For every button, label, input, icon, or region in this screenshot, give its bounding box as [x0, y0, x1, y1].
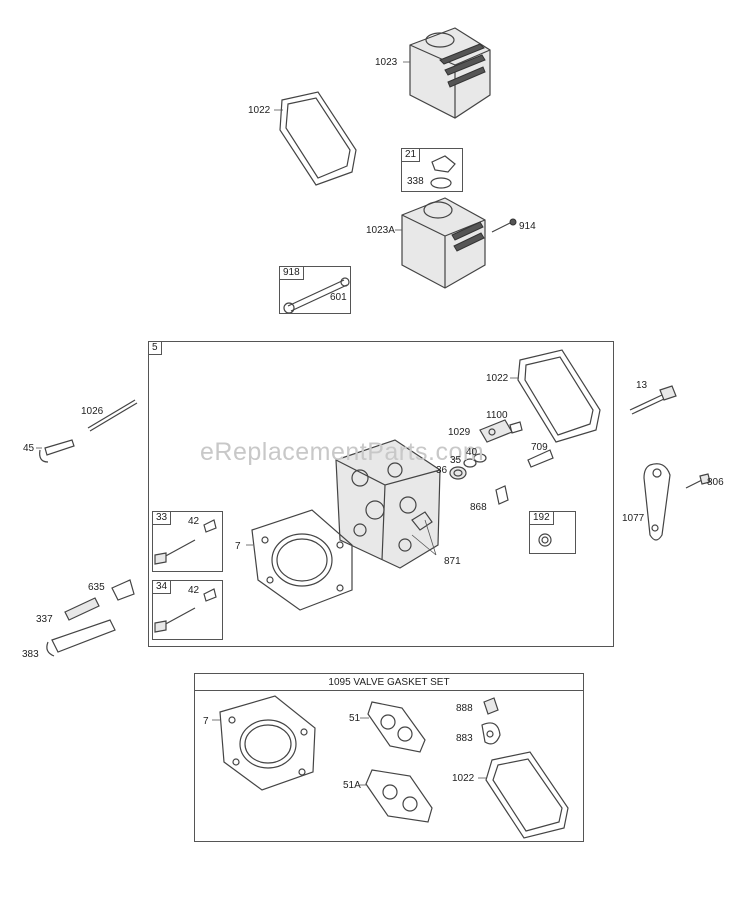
label-40: 40: [466, 447, 478, 458]
label-709: 709: [531, 442, 548, 453]
label-601: 601: [330, 292, 347, 303]
seal-888: [483, 697, 499, 715]
label-51: 51: [349, 713, 361, 724]
gasket-1022-kit: [478, 751, 569, 839]
label-7-kit: 7: [203, 716, 209, 727]
callout-box-21: 21: [401, 148, 463, 192]
label-1100: 1100: [486, 410, 508, 421]
head-gasket-7-main: [246, 509, 353, 611]
label-1077: 1077: [622, 513, 645, 524]
label-1026: 1026: [81, 406, 104, 417]
cylinder-head: [335, 439, 441, 569]
label-42-box33: 42: [188, 516, 200, 527]
callout-box-918: 918: [279, 266, 351, 314]
label-1022-mid: 1022: [486, 373, 509, 384]
callout-box-33: 33: [152, 511, 223, 572]
exhaust-gasket-51A: [360, 769, 433, 823]
breather-parts-21: [430, 155, 456, 189]
label-806: 806: [707, 477, 724, 488]
rocker-parts: [449, 419, 554, 505]
section-5-frame: 5: [148, 341, 614, 647]
label-868: 868: [470, 502, 487, 513]
label-1023A: 1023A: [366, 225, 395, 236]
head-gasket-7-kit: [212, 695, 316, 791]
section-5-id: 5: [149, 342, 162, 355]
label-7-main: 7: [235, 541, 241, 552]
label-635: 635: [88, 582, 105, 593]
label-383: 383: [22, 649, 39, 660]
callout-box-21-id: 21: [402, 149, 421, 162]
label-13: 13: [636, 380, 648, 391]
gasket-883: [481, 722, 501, 745]
gasket-1022-main: [510, 349, 601, 443]
pushrod-1026: [36, 399, 138, 463]
callout-box-918-id: 918: [280, 267, 304, 280]
watermark-text: eReplacementParts.com: [200, 438, 485, 466]
label-36: 36: [436, 465, 448, 476]
label-888: 888: [456, 703, 473, 714]
label-914: 914: [519, 221, 536, 232]
spark-plug-parts: [46, 579, 135, 657]
valve-cover-1023A: [395, 197, 517, 289]
gasket-1022-top: [274, 91, 357, 186]
valve-34: [154, 588, 217, 633]
label-1022-top: 1022: [248, 105, 271, 116]
callout-box-34-id: 34: [153, 581, 172, 594]
label-338: 338: [407, 176, 424, 187]
label-337: 337: [36, 614, 53, 625]
label-1022-kit: 1022: [452, 773, 475, 784]
label-42-box34: 42: [188, 585, 200, 596]
label-51A: 51A: [343, 780, 361, 791]
valve-gasket-set-frame: 1095 VALVE GASKET SET: [194, 673, 584, 842]
label-45: 45: [23, 443, 35, 454]
seal-192: [538, 533, 552, 547]
plate-1077: [643, 463, 711, 541]
label-1029: 1029: [448, 427, 471, 438]
label-1023: 1023: [375, 57, 398, 68]
label-35: 35: [450, 455, 462, 466]
valve-cover-1023: [403, 27, 491, 119]
label-871: 871: [444, 556, 461, 567]
bolt-13: [629, 385, 677, 415]
callout-box-192-id: 192: [530, 512, 554, 525]
intake-gasket-51: [360, 701, 426, 753]
callout-box-34: 34: [152, 580, 223, 640]
valve-gasket-set-title: 1095 VALVE GASKET SET: [195, 674, 583, 691]
valve-33: [154, 519, 217, 565]
callout-box-192: 192: [529, 511, 576, 554]
callout-box-33-id: 33: [153, 512, 172, 525]
label-883: 883: [456, 733, 473, 744]
